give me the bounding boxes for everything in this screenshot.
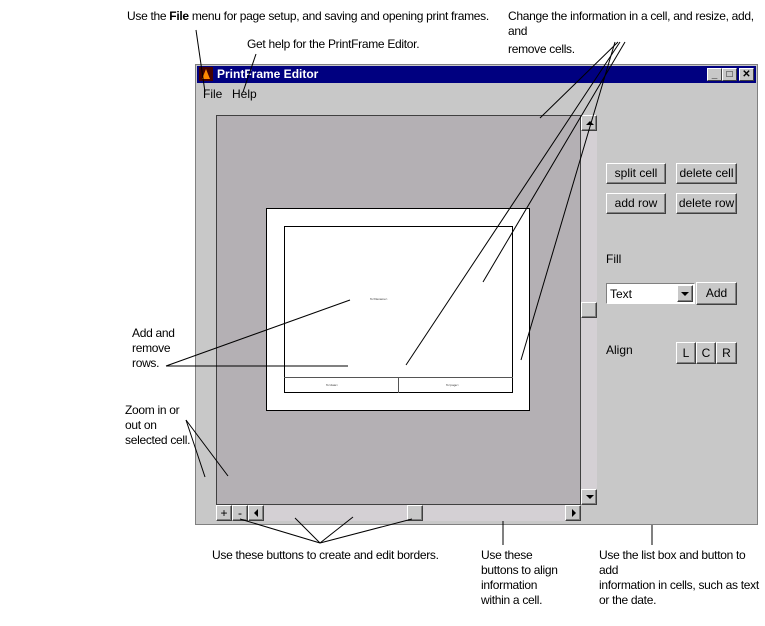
zoom-in-button[interactable]: +: [216, 505, 232, 521]
scroll-down-button[interactable]: [581, 489, 597, 505]
add-row-button[interactable]: add row: [606, 193, 666, 214]
fill-select[interactable]: Text: [606, 283, 695, 304]
dropdown-arrow-icon[interactable]: [677, 285, 693, 302]
cell-left-text[interactable]: %<date>: [326, 383, 339, 387]
scroll-left-button[interactable]: [248, 505, 264, 521]
add-button[interactable]: Add: [696, 282, 737, 305]
close-button[interactable]: ✕: [739, 68, 754, 81]
delete-cell-button[interactable]: delete cell: [676, 163, 737, 184]
delete-row-button[interactable]: delete row: [676, 193, 737, 214]
menu-help[interactable]: Help: [232, 87, 257, 101]
fill-select-value: Text: [610, 287, 633, 301]
print-frame[interactable]: [284, 226, 513, 393]
cell-right-text[interactable]: %<page>: [446, 383, 459, 387]
annotation-file-menu: Use the File menu for page setup, and sa…: [127, 9, 489, 23]
align-center-button[interactable]: C: [696, 342, 716, 364]
horizontal-scroll-thumb[interactable]: [407, 505, 423, 521]
scroll-right-button[interactable]: [565, 505, 581, 521]
menu-file[interactable]: File: [203, 87, 223, 101]
matlab-logo-icon: [199, 67, 213, 81]
minimize-button[interactable]: _: [707, 68, 722, 81]
annotation-cells: Change the information in a cell, and re…: [508, 9, 754, 56]
scroll-up-button[interactable]: [581, 115, 597, 131]
annotation-help: Get help for the PrintFrame Editor.: [247, 37, 420, 51]
align-right-button[interactable]: R: [716, 342, 737, 364]
cell-main-text[interactable]: %<filename>: [370, 297, 388, 301]
maximize-button[interactable]: □: [722, 68, 737, 81]
fill-label: Fill: [606, 252, 622, 266]
align-label: Align: [606, 343, 633, 357]
window-title: PrintFrame Editor: [217, 67, 319, 81]
align-left-button[interactable]: L: [676, 342, 696, 364]
zoom-out-button[interactable]: -: [232, 505, 248, 521]
title-bar: PrintFrame Editor _ □ ✕: [197, 66, 756, 83]
cell-divider[interactable]: [398, 377, 399, 393]
split-cell-button[interactable]: split cell: [606, 163, 666, 184]
vertical-scroll-thumb[interactable]: [581, 302, 597, 318]
annotation-borders: Use these buttons to create and edit bor…: [212, 548, 439, 562]
